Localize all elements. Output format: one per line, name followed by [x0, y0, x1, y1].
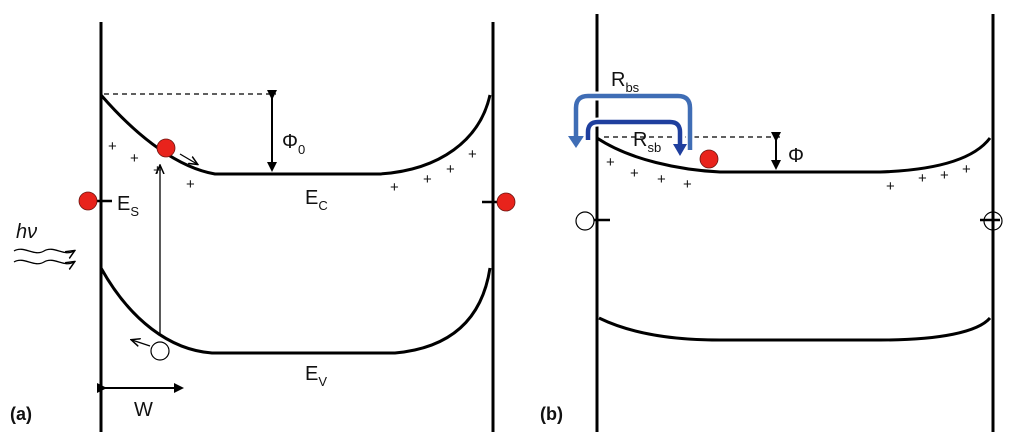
surface-charge: + — [130, 150, 139, 167]
photon-wave-2 — [13, 259, 74, 263]
electron-drift-arrow-a — [179, 153, 197, 164]
valence-band-a — [99, 267, 492, 355]
surface-charge: + — [390, 179, 399, 196]
surface-charge: + — [153, 162, 162, 179]
rbs-label: Rbs — [611, 69, 640, 95]
surface-charge: + — [918, 170, 927, 187]
es-label: ES — [117, 193, 139, 219]
empty-surface-state-right-b — [983, 211, 1003, 231]
surface-charge: + — [446, 161, 455, 178]
rsb-arrowhead — [673, 144, 687, 156]
surface-charge: + — [630, 165, 639, 182]
hole-a — [150, 341, 170, 361]
conduction-band-b — [596, 136, 992, 174]
w-label: W — [134, 399, 153, 421]
hole-drift-arrow-a — [132, 340, 151, 346]
surface-charge: + — [606, 154, 615, 171]
rsb-label: Rsb — [633, 129, 661, 155]
panel-b-label: (b) — [540, 404, 563, 424]
surface-charge: + — [886, 178, 895, 195]
valence-band-b — [598, 316, 992, 342]
surface-electron-left-a — [78, 191, 98, 211]
photon-wave-1 — [13, 248, 74, 252]
ec-label: EC — [305, 187, 328, 213]
surface-charge: + — [108, 138, 117, 155]
rsb-arrow — [585, 119, 683, 146]
panel-a: Φ0 EC ES EV W hν + + + + + + + + — [10, 22, 516, 432]
panel-b: Φ Rbs Rsb + + + + + + + + (b) — [540, 14, 1003, 432]
surface-charge: + — [962, 161, 971, 178]
hv-label: hν — [16, 221, 37, 243]
surface-charge: + — [657, 171, 666, 188]
surface-charge: + — [186, 176, 195, 193]
conduction-electron-b — [699, 149, 719, 169]
panel-a-label: (a) — [10, 404, 32, 424]
surface-charge: + — [423, 171, 432, 188]
rbs-arrow — [573, 93, 693, 150]
surface-charge: + — [468, 146, 477, 163]
conduction-band-a — [99, 94, 492, 176]
conduction-electron-a — [156, 138, 176, 158]
phi-label: Φ — [788, 145, 804, 167]
surface-charge: + — [683, 176, 692, 193]
rbs-arrowhead — [568, 136, 584, 148]
surface-electron-right-a — [496, 192, 516, 212]
phi0-label: Φ0 — [282, 131, 305, 157]
ev-label: EV — [305, 363, 327, 389]
empty-surface-state-left-b — [575, 211, 595, 231]
surface-charge: + — [940, 167, 949, 184]
